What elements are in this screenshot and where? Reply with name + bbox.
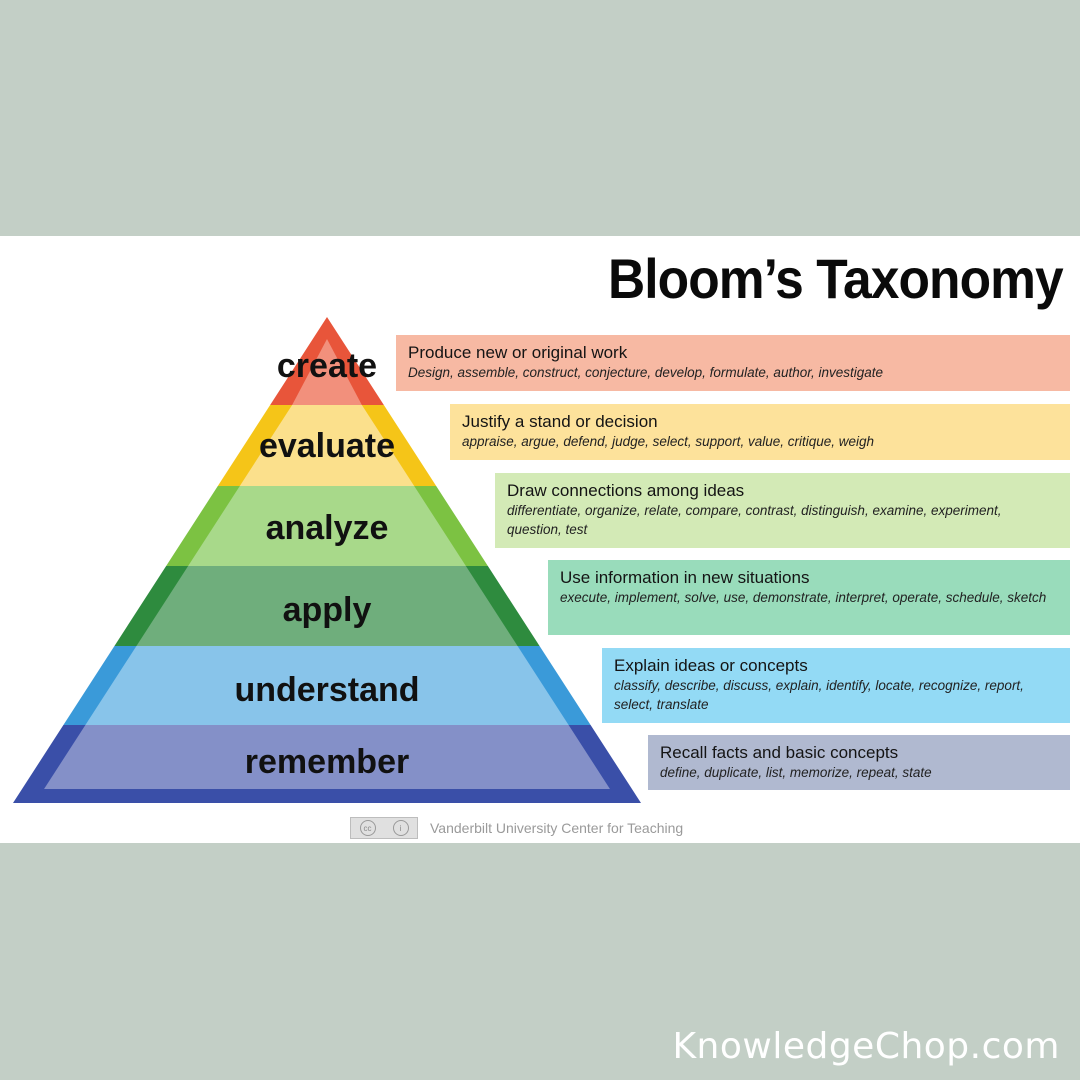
description-box-analyze: Draw connections among ideas differentiat…	[495, 473, 1070, 548]
description-verbs: execute, implement, solve, use, demonstr…	[560, 590, 1047, 605]
watermark: KnowledgeChop.com	[672, 1026, 1060, 1067]
level-label-understand: understand	[234, 671, 420, 709]
description-box-evaluate: Justify a stand or decision appraise, arg…	[450, 404, 1070, 460]
pyramid-level-remember-fill	[44, 725, 610, 789]
description-verbs: classify, describe, discuss, explain, id…	[614, 678, 1024, 712]
pyramid-level-analyze-fill	[188, 486, 466, 566]
description-box-understand: Explain ideas or concepts classify, descr…	[602, 648, 1070, 723]
description-verbs: appraise, argue, defend, judge, select, …	[462, 434, 875, 449]
description-heading: Justify a stand or decision	[462, 412, 658, 431]
description-verbs: differentiate, organize, relate, compare…	[507, 503, 1002, 537]
credit-text: Vanderbilt University Center for Teachin…	[430, 820, 684, 836]
level-label-apply: apply	[282, 591, 372, 629]
pyramid-level-create-fill	[292, 339, 362, 405]
description-heading: Explain ideas or concepts	[614, 656, 808, 675]
description-verbs: define, duplicate, list, memorize, repea…	[660, 765, 932, 780]
description-heading: Draw connections among ideas	[507, 481, 745, 500]
pyramid-level-understand-fill	[85, 646, 569, 725]
pyramid-level-evaluate-fill	[239, 405, 415, 486]
description-heading: Produce new or original work	[408, 343, 628, 362]
level-label-evaluate: evaluate	[258, 427, 396, 465]
description-box-apply: Use information in new situations execute…	[548, 560, 1070, 635]
level-label-create: create	[276, 347, 378, 385]
level-label-remember: remember	[244, 743, 410, 781]
page-title: Bloom’s Taxonomy	[608, 247, 1064, 310]
description-verbs: Design, assemble, construct, conjecture,…	[408, 365, 884, 380]
description-heading: Recall facts and basic concepts	[660, 743, 899, 762]
description-box-remember: Recall facts and basic concepts define, d…	[648, 735, 1070, 790]
pyramid-level-apply-fill	[136, 566, 518, 646]
description-heading: Use information in new situations	[560, 568, 810, 587]
level-label-analyze: analyze	[265, 509, 389, 547]
